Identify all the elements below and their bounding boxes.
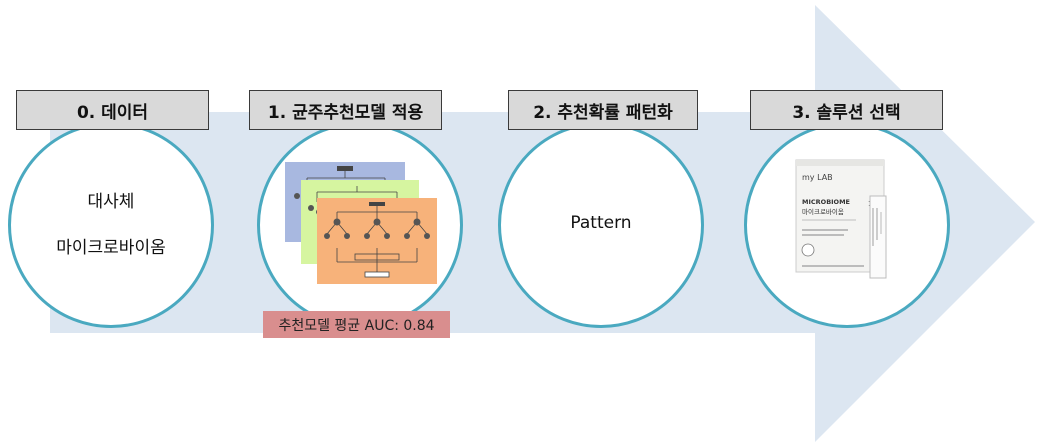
pattern-circle: Pattern — [498, 122, 704, 328]
decision-tree-illustration — [285, 162, 437, 284]
pattern-text: Pattern — [570, 213, 632, 233]
product-image: my LAB MICROBIOME 마이크로바이옴 1 — [795, 159, 887, 279]
model-circle — [257, 122, 463, 328]
step-label-data: 0. 데이터 — [16, 90, 209, 130]
solution-circle: my LAB MICROBIOME 마이크로바이옴 1 — [744, 122, 950, 328]
product-name-kr: 마이크로바이옴 — [802, 207, 844, 216]
metabolome-text: 대사체 — [87, 192, 135, 212]
step-label-pattern: 2. 추천확률 패턴화 — [508, 90, 698, 130]
product-brand: my LAB — [802, 173, 833, 182]
microbiome-text: 마이크로바이옴 — [56, 238, 166, 258]
data-circle: 대사체 마이크로바이옴 — [8, 122, 214, 328]
product-name-en: MICROBIOME — [802, 198, 850, 206]
step-label-model: 1. 균주추천모델 적용 — [249, 90, 442, 130]
auc-label: 추천모델 평균 AUC: 0.84 — [263, 311, 450, 338]
step-label-solution: 3. 솔루션 선택 — [750, 90, 943, 130]
